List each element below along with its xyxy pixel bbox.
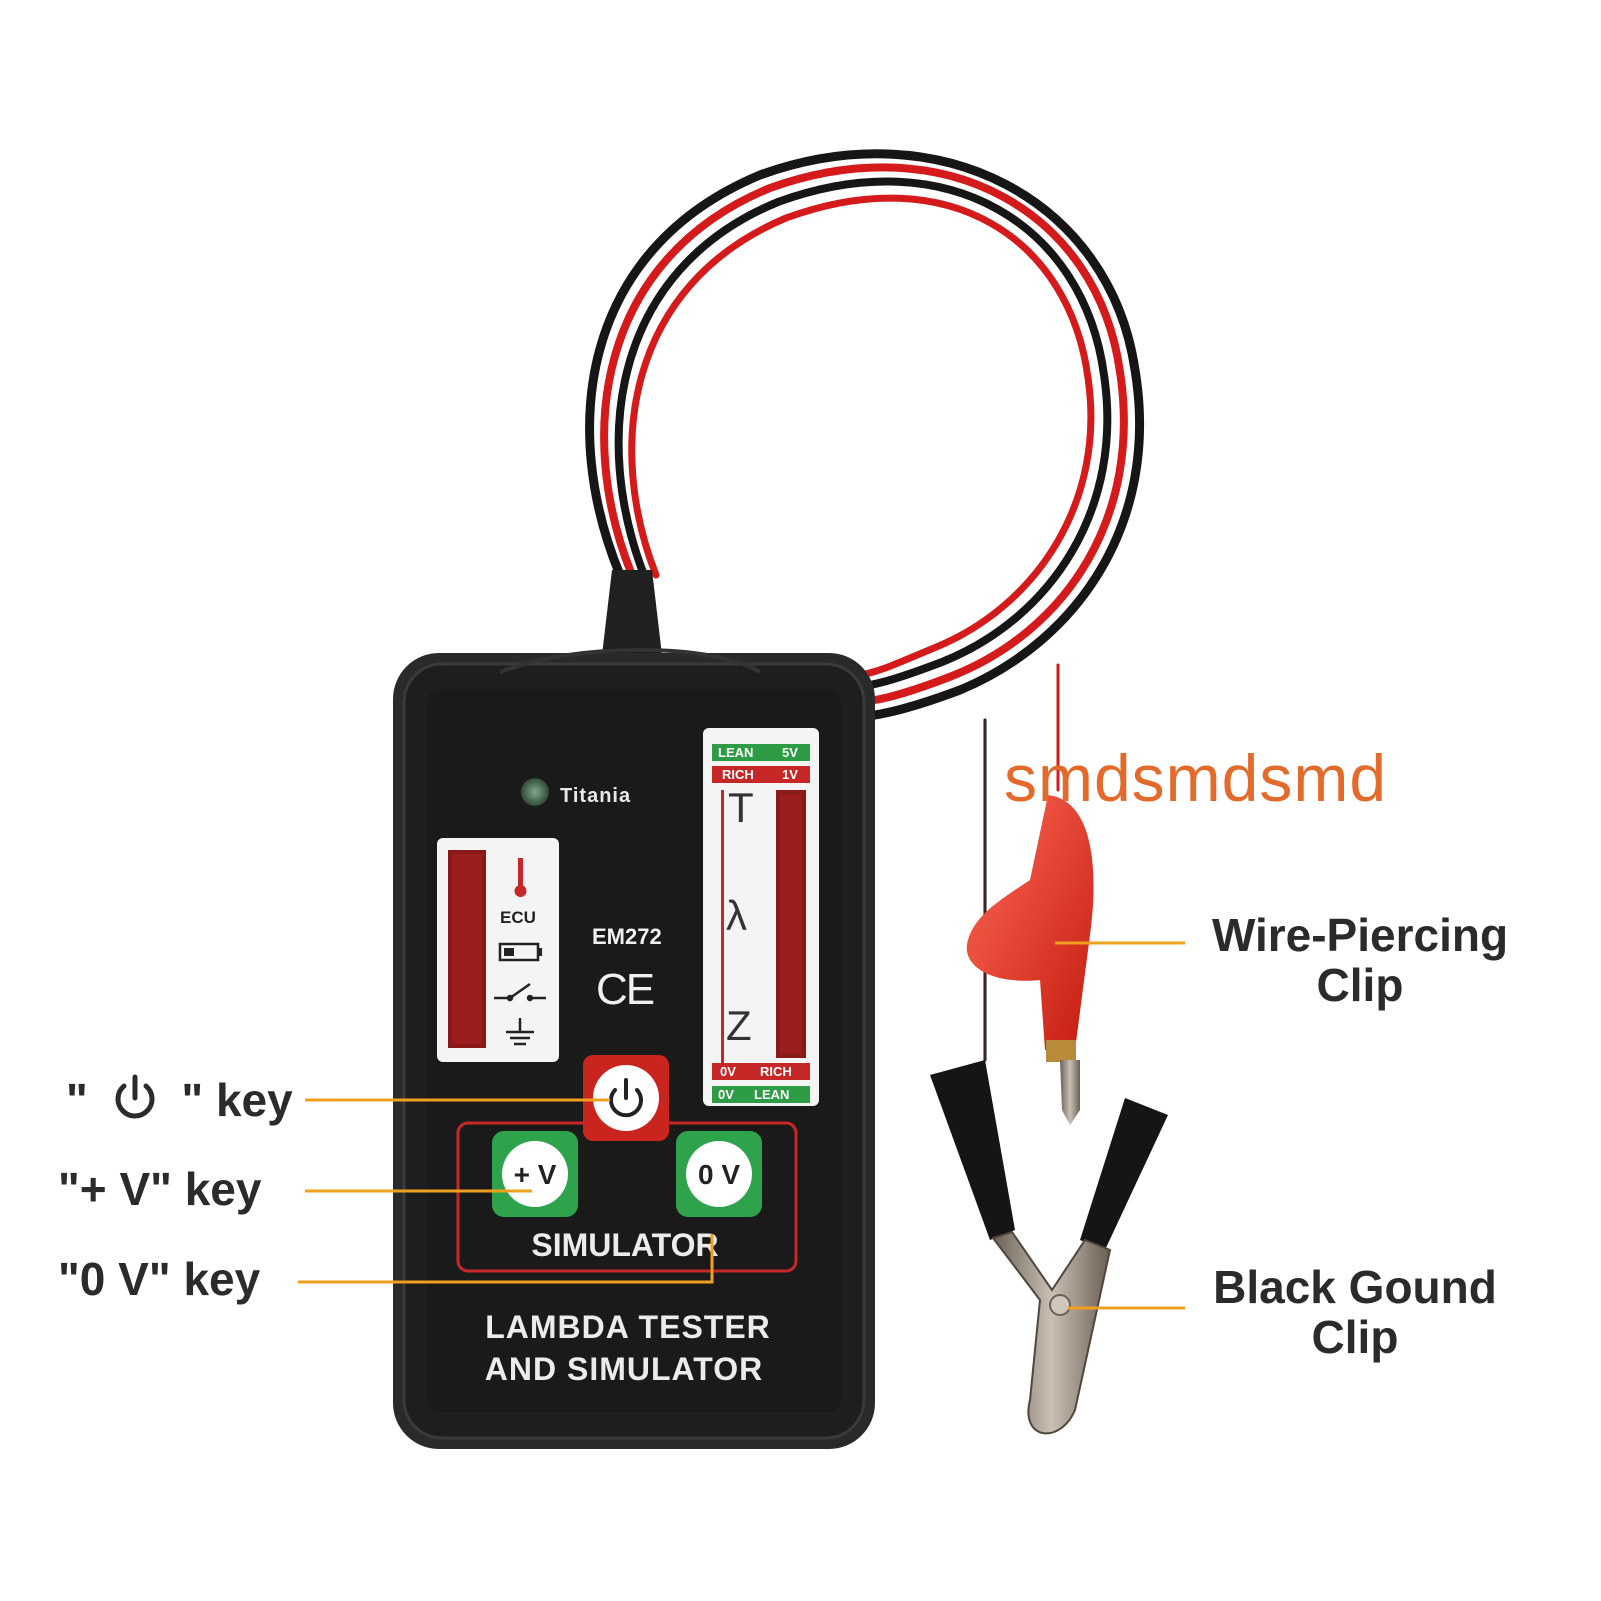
black-ground-clip-callout-line-2: Clip bbox=[1311, 1311, 1399, 1363]
cable-strain-relief bbox=[602, 570, 662, 655]
0v-rich-right: RICH bbox=[760, 1064, 792, 1079]
lean-5v-left: LEAN bbox=[718, 745, 753, 760]
wire-piercing-clip-callout: Wire-Piercing Clip bbox=[1190, 910, 1530, 1010]
plus-v-key-callout: "+ V" key bbox=[58, 1163, 262, 1215]
wire-piercing-clip-callout-line-2: Clip bbox=[1316, 959, 1404, 1011]
watermark-text: smdsmdsmd bbox=[1004, 741, 1388, 815]
black-ground-clip-callout: Black Gound Clip bbox=[1190, 1262, 1520, 1362]
rich-1v-right: 1V bbox=[782, 767, 798, 782]
model-label: EM272 bbox=[592, 924, 662, 949]
power-icon bbox=[115, 1074, 155, 1119]
zero-v-key[interactable]: 0 V bbox=[676, 1131, 762, 1217]
left-indicator-panel bbox=[437, 838, 559, 1062]
leader-lines bbox=[298, 941, 1185, 1310]
power-key-callout: " " key bbox=[66, 1074, 293, 1125]
power-icon bbox=[609, 1078, 643, 1118]
footer-line-2: AND SIMULATOR bbox=[485, 1351, 763, 1387]
zero-v-key-label: 0 V bbox=[698, 1159, 740, 1190]
simulator-label: SIMULATOR bbox=[531, 1227, 718, 1263]
ce-mark: CE bbox=[596, 965, 654, 1014]
black-ground-clip bbox=[930, 1060, 1168, 1435]
battery-icon bbox=[498, 942, 542, 962]
symbol-z: Z bbox=[726, 1002, 752, 1049]
0v-rich-left: 0V bbox=[720, 1064, 736, 1079]
footer-line-1: LAMBDA TESTER bbox=[485, 1309, 771, 1345]
black-ground-clip-callout-line-1: Black Gound bbox=[1213, 1261, 1497, 1313]
power-key-callout-prefix: " bbox=[66, 1074, 88, 1126]
0v-lean-right: LEAN bbox=[754, 1087, 789, 1102]
0v-lean-left: 0V bbox=[718, 1087, 734, 1102]
ground-icon bbox=[506, 1018, 534, 1046]
wire-piercing-clip-callout-line-1: Wire-Piercing bbox=[1211, 909, 1509, 961]
symbol-lambda: λ bbox=[726, 892, 747, 939]
test-lead-cable bbox=[585, 149, 1144, 1062]
lean-5v-right: 5V bbox=[782, 745, 798, 760]
plus-v-key[interactable]: + V bbox=[492, 1131, 578, 1217]
status-led bbox=[521, 778, 549, 806]
wire-piercing-clip bbox=[966, 795, 1094, 1125]
power-key-callout-suffix: " key bbox=[181, 1074, 293, 1126]
plus-v-key-label: + V bbox=[514, 1159, 557, 1190]
ecu-label: ECU bbox=[500, 908, 536, 927]
rich-1v-left: RICH bbox=[722, 767, 754, 782]
thermometer-icon bbox=[514, 858, 527, 897]
switch-icon bbox=[494, 982, 546, 1002]
zero-v-key-callout: "0 V" key bbox=[58, 1253, 261, 1305]
right-indicator-panel bbox=[703, 728, 819, 1106]
power-key[interactable] bbox=[583, 1055, 669, 1141]
brand-label: Titania bbox=[560, 785, 631, 807]
symbol-t: T bbox=[728, 784, 754, 831]
